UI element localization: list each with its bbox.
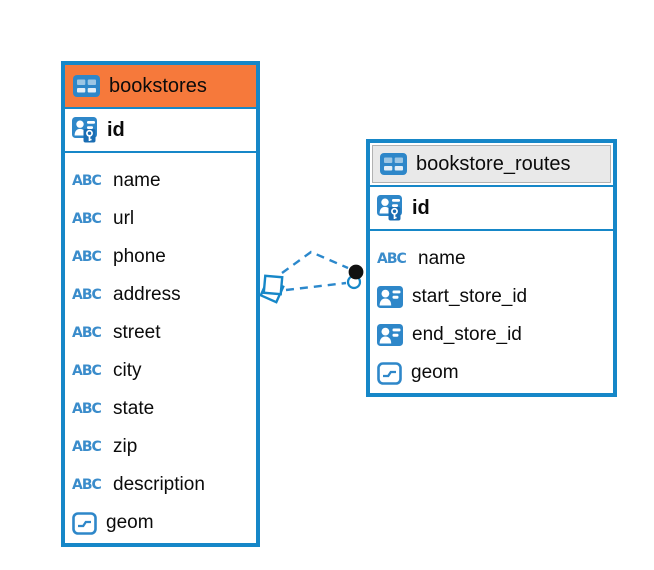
column-name: address xyxy=(113,284,181,305)
column-row-name[interactable]: ABC name xyxy=(65,162,256,200)
column-row-id[interactable]: id xyxy=(65,109,256,151)
column-name: geom xyxy=(411,362,459,383)
text-type-icon: ABC xyxy=(72,439,102,455)
text-type-icon: ABC xyxy=(72,325,102,341)
column-name: zip xyxy=(113,436,138,457)
column-name: phone xyxy=(113,246,166,267)
table-icon xyxy=(73,75,100,97)
text-type-icon: ABC xyxy=(72,211,102,227)
table-title: bookstore_routes xyxy=(416,152,571,175)
relationship-source-marker[interactable] xyxy=(259,274,285,304)
column-row-start-store-id[interactable]: start_store_id xyxy=(370,278,613,316)
column-name: start_store_id xyxy=(412,286,528,307)
text-type-icon: ABC xyxy=(377,251,407,267)
column-row-description[interactable]: ABC description xyxy=(65,466,256,504)
foreign-key-icon xyxy=(377,324,403,346)
target-circle-filled xyxy=(348,264,364,280)
column-row-end-store-id[interactable]: end_store_id xyxy=(370,316,613,354)
column-name: id xyxy=(412,196,430,219)
column-name: state xyxy=(113,398,155,419)
column-name: geom xyxy=(106,512,154,533)
column-list: ABC name start_store_id xyxy=(370,231,613,393)
text-type-icon: ABC xyxy=(72,401,102,417)
text-type-icon: ABC xyxy=(72,249,102,265)
column-name: description xyxy=(113,474,205,495)
column-row-state[interactable]: ABC state xyxy=(65,390,256,428)
primary-key-icon xyxy=(377,195,402,221)
relationship-target-marker[interactable] xyxy=(346,264,364,290)
text-type-icon: ABC xyxy=(72,363,102,379)
column-row-address[interactable]: ABC address xyxy=(65,276,256,314)
relationship-line-upper[interactable] xyxy=(281,250,349,274)
column-row-geom[interactable]: geom xyxy=(65,504,256,542)
column-name: id xyxy=(107,118,125,141)
table-bookstore-routes-header[interactable]: bookstore_routes xyxy=(370,143,613,185)
column-row-phone[interactable]: ABC phone xyxy=(65,238,256,276)
table-title: bookstores xyxy=(109,74,207,97)
foreign-key-icon xyxy=(377,286,403,308)
text-type-icon: ABC xyxy=(72,477,102,493)
column-name: street xyxy=(113,322,161,343)
column-name: url xyxy=(113,208,135,229)
source-square-front xyxy=(262,274,284,296)
column-row-zip[interactable]: ABC zip xyxy=(65,428,256,466)
text-type-icon: ABC xyxy=(72,287,102,303)
table-icon xyxy=(380,153,407,175)
geometry-type-icon xyxy=(377,361,402,385)
primary-key-icon xyxy=(72,117,97,143)
column-row-name[interactable]: ABC name xyxy=(370,240,613,278)
header-divider xyxy=(370,185,613,187)
column-name: end_store_id xyxy=(412,324,522,345)
table-bookstores[interactable]: bookstores id ABC name xyxy=(61,61,260,547)
column-name: name xyxy=(113,170,161,191)
geometry-type-icon xyxy=(72,511,97,535)
table-bookstore-routes[interactable]: bookstore_routes id ABC name xyxy=(366,139,617,397)
column-row-url[interactable]: ABC url xyxy=(65,200,256,238)
column-row-id[interactable]: id xyxy=(370,187,613,229)
column-name: city xyxy=(113,360,142,381)
id-divider xyxy=(370,229,613,231)
relationship-line-lower[interactable] xyxy=(285,281,347,292)
text-type-icon: ABC xyxy=(72,173,102,189)
column-row-street[interactable]: ABC street xyxy=(65,314,256,352)
header-divider xyxy=(65,107,256,109)
column-name: name xyxy=(418,248,466,269)
column-row-geom[interactable]: geom xyxy=(370,354,613,392)
table-bookstores-header[interactable]: bookstores xyxy=(65,65,256,107)
column-list: ABC name ABC url ABC phone ABC address A… xyxy=(65,153,256,543)
column-row-city[interactable]: ABC city xyxy=(65,352,256,390)
id-divider xyxy=(65,151,256,153)
